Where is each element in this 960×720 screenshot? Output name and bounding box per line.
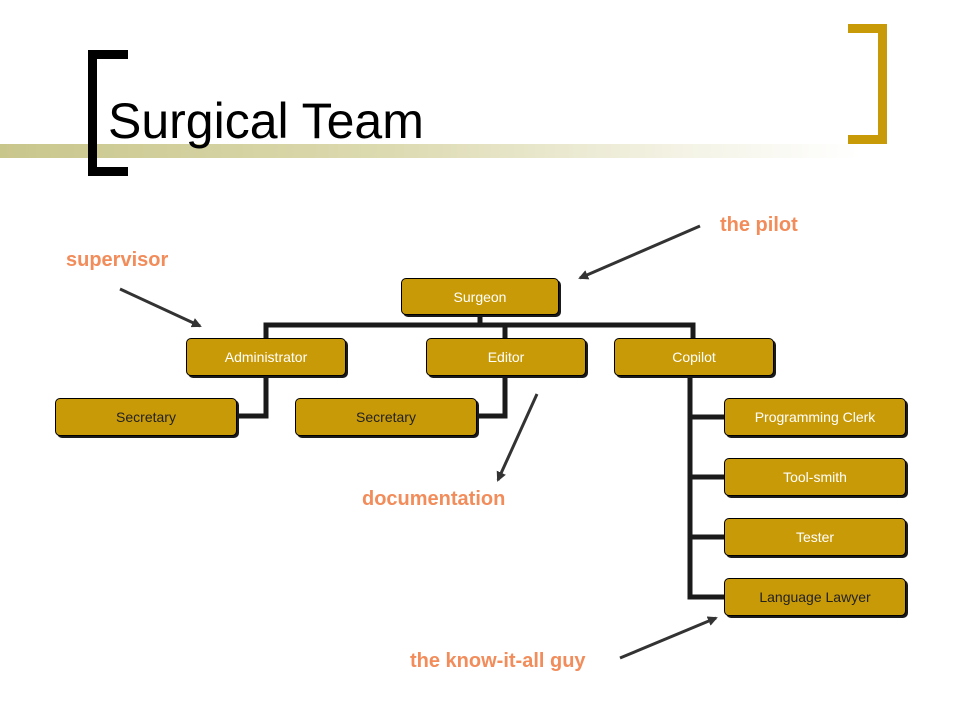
- right-bracket: [878, 24, 887, 144]
- node-language-lawyer: Language Lawyer: [724, 578, 906, 616]
- note-documentation: documentation: [362, 488, 506, 510]
- note-pilot: the pilot: [720, 214, 798, 236]
- left-bracket-top: [88, 50, 128, 59]
- connector-admin-secretary: [235, 373, 269, 419]
- connector-editor-secretary: [475, 373, 508, 419]
- node-admin-secretary: Secretary: [55, 398, 237, 436]
- node-tester: Tester: [724, 518, 906, 556]
- node-tool-smith: Tool-smith: [724, 458, 906, 496]
- node-programming-clerk: Programming Clerk: [724, 398, 906, 436]
- title-gradient-bar: [0, 144, 860, 158]
- arrow-supervisor: [119, 287, 202, 328]
- arrow-documentation: [496, 393, 539, 482]
- node-surgeon: Surgeon: [401, 278, 559, 315]
- note-supervisor: supervisor: [66, 249, 169, 271]
- arrow-pilot: [578, 224, 701, 280]
- node-copilot: Copilot: [614, 338, 774, 376]
- node-administrator: Administrator: [186, 338, 346, 376]
- right-bracket-bottom: [848, 135, 887, 144]
- note-know-it-all: the know-it-all guy: [410, 650, 586, 672]
- node-editor-secretary: Secretary: [295, 398, 477, 436]
- slide-title: Surgical Team: [108, 93, 424, 149]
- left-bracket: [88, 50, 97, 176]
- node-editor: Editor: [426, 338, 586, 376]
- arrow-know-it-all: [619, 616, 718, 660]
- left-bracket-bottom: [88, 167, 128, 176]
- right-bracket-top: [848, 24, 887, 33]
